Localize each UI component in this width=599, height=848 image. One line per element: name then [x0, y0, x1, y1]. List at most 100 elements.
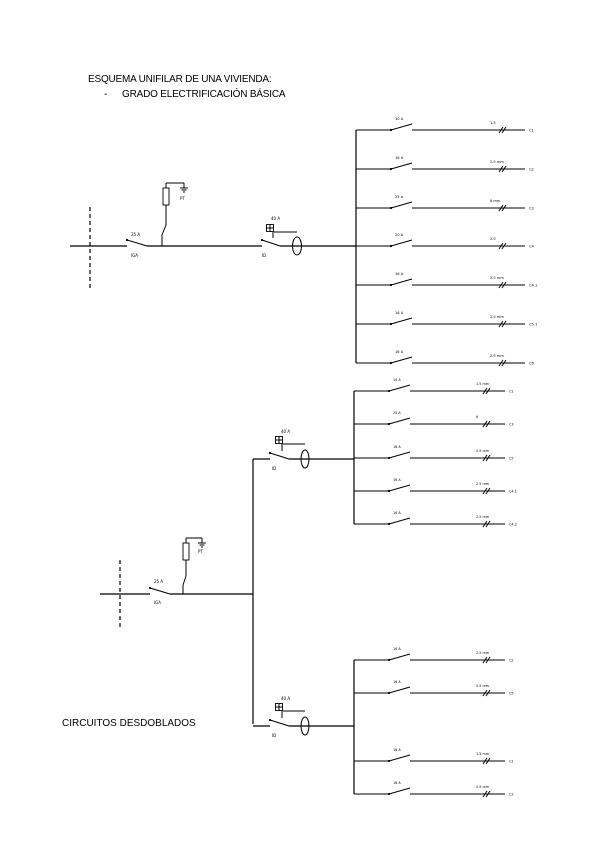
cable-marks-1-0-tick [498, 126, 504, 134]
circuit-breaker-lower-0-blade [388, 653, 411, 661]
earth-resistor-2 [182, 542, 190, 561]
cable-marks-1-2-tick [501, 204, 507, 212]
cable-marks-1-3-tick [501, 242, 507, 250]
section-label-upper-2: 2.5 mm [476, 449, 490, 453]
iga-rating-1: 25 A [131, 232, 140, 237]
split-circuits-caption: CIRCUITOS DESDOBLADOS [62, 718, 196, 729]
section-label-1-6: 2.5 mm [490, 354, 504, 358]
cable-marks-upper-4-tick [485, 520, 491, 528]
section-label-1-4: 2.5 mm [490, 276, 504, 280]
circuit-breaker-upper-1-blade [388, 417, 411, 425]
cable-marks-upper-2-tick [482, 454, 488, 462]
differential-switch-1-blade [261, 239, 281, 247]
circuit-id-upper-0: C1 [509, 390, 514, 394]
breaker-label-1-3: 20 A [395, 233, 404, 237]
cable-marks-lower-1-tick [485, 689, 491, 697]
differential-rating-lower: 40 A [281, 696, 290, 701]
circuit-breaker-1-2-blade [390, 201, 413, 209]
section-label-1-1: 2.5 mm [490, 160, 504, 164]
section-label-1-3: 2.5 [490, 237, 496, 241]
section-label-upper-1: 6 [476, 415, 478, 419]
circuit-id-1-3: C4 [529, 245, 535, 249]
breaker-label-lower-3: 16 A [393, 781, 401, 785]
breaker-label-1-1: 16 A [395, 156, 404, 160]
earth-label-1: PT [180, 196, 185, 201]
cable-marks-upper-3-tick [485, 487, 491, 495]
circuit-breaker-upper-0-blade [388, 384, 411, 392]
iga-rating-2: 25 A [154, 579, 163, 584]
section-label-upper-4: 2.5 mm [476, 515, 490, 519]
section-label-lower-0: 2.5 mm [476, 651, 490, 655]
cable-marks-upper-1-tick [485, 420, 491, 428]
breaker-label-lower-2: 16 A [393, 748, 401, 752]
breaker-label-1-6: 16 A [395, 350, 404, 354]
differential-switch-upper-blade [269, 452, 290, 460]
circuit-id-upper-3: C4.1 [509, 490, 517, 494]
cable-marks-1-6-tick [501, 359, 507, 367]
circuit-breaker-lower-2-blade [388, 754, 411, 762]
breaker-label-1-0: 10 A [395, 117, 404, 121]
cable-marks-1-5-tick [501, 320, 507, 328]
differential-tag-1: ID [262, 253, 266, 258]
circuit-breaker-lower-3-blade [388, 787, 411, 795]
earth-resistor-1 [162, 187, 170, 206]
breaker-label-upper-1: 25 A [393, 411, 401, 415]
cable-marks-upper-4-tick [482, 520, 488, 528]
circuit-id-upper-4: C4.2 [509, 523, 517, 527]
iga-switch-2-blade [149, 587, 171, 595]
circuit-id-1-1: C2 [529, 168, 534, 172]
circuit-breaker-1-1-blade [390, 162, 413, 170]
circuit-id-upper-1: C3 [509, 423, 514, 427]
differential-tag-upper: ID [272, 466, 276, 471]
breaker-label-1-5: 16 A [395, 311, 404, 315]
circuit-breaker-1-6-blade [390, 356, 413, 364]
breaker-label-1-4: 16 A [395, 272, 404, 276]
differential-switch-lower-blade [269, 719, 290, 727]
circuit-id-1-6: C6 [529, 362, 535, 366]
section-label-upper-3: 2.5 mm [476, 482, 490, 486]
cable-marks-1-4-tick [498, 281, 504, 289]
breaker-label-1-2: 25 A [395, 195, 404, 199]
section-label-1-5: 2.5 mm [490, 315, 504, 319]
breaker-label-upper-0: 10 A [393, 378, 401, 382]
cable-marks-lower-2-tick [482, 757, 488, 765]
breaker-label-upper-4: 16 A [393, 511, 401, 515]
circuit-id-upper-2: C5 [509, 457, 514, 461]
cable-marks-lower-0-tick [485, 656, 491, 664]
circuit-id-lower-3: C2 [509, 793, 514, 797]
section-label-lower-1: 2.5 mm [476, 684, 490, 688]
breaker-label-lower-1: 16 A [393, 680, 401, 684]
cable-marks-1-5-tick [498, 320, 504, 328]
section-label-upper-0: 1.5 mm [476, 382, 490, 386]
circuit-breaker-upper-2-blade [388, 451, 411, 459]
breaker-label-upper-3: 16 A [393, 478, 401, 482]
diagram-title: ESQUEMA UNIFILAR DE UNA VIVIENDA: [88, 74, 272, 85]
circuit-breaker-upper-4-blade [388, 517, 411, 525]
cable-marks-1-6-tick [498, 359, 504, 367]
cable-marks-1-0-tick [501, 126, 507, 134]
circuit-id-1-0: C1 [529, 129, 534, 133]
section-label-lower-2: 1.5 mm [476, 752, 490, 756]
cable-marks-1-1-tick [501, 165, 507, 173]
circuit-breaker-1-5-blade [390, 317, 413, 325]
section-label-1-0: 1.5 [490, 121, 496, 125]
earth-contact-1 [161, 224, 167, 236]
circuit-id-1-2: C3 [529, 207, 534, 211]
cable-marks-1-1-tick [498, 165, 504, 173]
earth-label-2: PT [198, 549, 203, 554]
circuit-id-1-4: C4.1 [529, 284, 537, 288]
breaker-label-lower-0: 16 A [393, 647, 401, 651]
cable-marks-1-4-tick [501, 281, 507, 289]
cable-marks-lower-0-tick [482, 656, 488, 664]
circuit-id-lower-1: C5 [509, 692, 514, 696]
circuit-breaker-1-0-blade [390, 123, 413, 131]
cable-marks-upper-0-tick [485, 387, 491, 395]
cable-marks-upper-3-tick [482, 487, 488, 495]
cable-marks-lower-2-tick [485, 757, 491, 765]
cable-marks-upper-1-tick [482, 420, 488, 428]
circuit-id-lower-2: C1 [509, 760, 514, 764]
diagram-subtitle: -GRADO ELECTRIFICACIÓN BÁSICA [104, 89, 286, 100]
circuit-breaker-1-4-blade [390, 278, 413, 286]
cable-marks-lower-3-tick [482, 790, 488, 798]
